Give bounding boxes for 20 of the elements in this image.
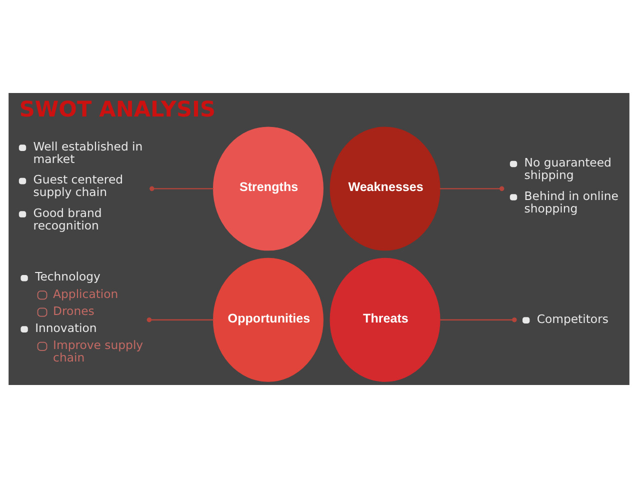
- node-label: Behind in online shopping: [524, 188, 618, 216]
- connector: [440, 186, 504, 192]
- node-label: Improve supply chain: [53, 338, 144, 365]
- node-label: Technology: [35, 270, 100, 284]
- node-label: Application: [53, 286, 118, 301]
- connector: [146, 317, 214, 322]
- node-ellipse: Opportunities: [212, 258, 324, 382]
- node-label: No guaranteed shipping: [524, 156, 612, 182]
- node-ellipse: Threats: [330, 258, 440, 382]
- node-label: Innovation: [35, 320, 97, 335]
- node-label: Well established in market: [33, 139, 143, 166]
- node-label: Guest centered supply chain: [33, 172, 124, 200]
- connector: [150, 186, 214, 192]
- node-ellipse: Weaknesses: [330, 126, 440, 251]
- node-label: Drones: [53, 304, 94, 318]
- diagram-title: SWOT ANALYSIS: [19, 98, 216, 123]
- node-ellipse: Strengths: [212, 126, 324, 251]
- connector: [440, 317, 517, 322]
- node-label: Good brand recognition: [33, 206, 102, 232]
- node-label: Competitors: [536, 312, 608, 326]
